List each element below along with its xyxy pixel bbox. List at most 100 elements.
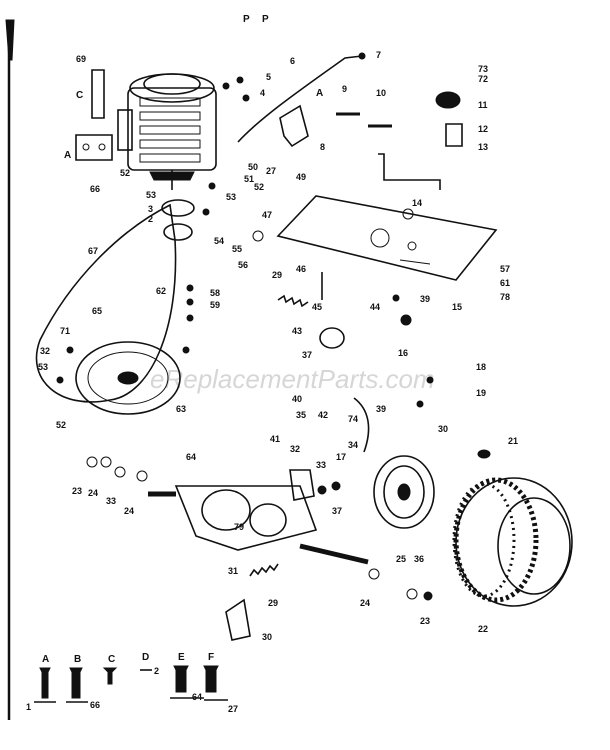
callout-label: 39	[420, 294, 430, 304]
callout-label: 61	[500, 278, 510, 288]
callout-label: 22	[478, 624, 488, 634]
callout-label: 53	[226, 192, 236, 202]
callout-label: 11	[478, 100, 488, 110]
callout-label: 12	[478, 124, 488, 134]
callout-label: 9	[342, 84, 347, 94]
callout-label: 72	[478, 74, 488, 84]
callout-label: 52	[56, 420, 66, 430]
callout-label: 2	[148, 214, 153, 224]
callout-label: 37	[302, 350, 312, 360]
callout-label: 54	[214, 236, 224, 246]
callout-label: P	[262, 14, 269, 25]
transaxle	[148, 469, 369, 565]
callout-label: 4	[260, 88, 265, 98]
tire	[452, 477, 573, 607]
wheel-rim	[373, 455, 435, 529]
callout-label: 31	[228, 566, 238, 576]
callout-label: 23	[72, 486, 82, 496]
callout-label: 25	[396, 554, 406, 564]
callout-labels: P P 6 7 73 72 69 C 5 4 A 10 11 9 12 13 8…	[38, 14, 518, 642]
callout-label: 24	[360, 598, 370, 608]
callout-label: 78	[500, 292, 510, 302]
callout-label: 16	[398, 348, 408, 358]
callout-label: 50	[248, 162, 258, 172]
callout-label: 30	[262, 632, 272, 642]
callout-label: 52	[254, 182, 264, 192]
legend-letter: E	[178, 652, 185, 663]
legend-letter: B	[74, 654, 81, 665]
callout-label: C	[76, 90, 83, 101]
callout-label: 19	[476, 388, 486, 398]
callout-label: 29	[268, 598, 278, 608]
callout-label: 79	[234, 522, 244, 532]
callout-label: 21	[508, 436, 518, 446]
callout-label: 69	[76, 54, 86, 64]
spring-31	[249, 563, 279, 577]
engine-bracket	[75, 69, 113, 161]
callout-label: 67	[88, 246, 98, 256]
legend-number: 27	[228, 704, 238, 714]
legend-number: 2	[154, 666, 159, 676]
callout-label: 15	[452, 302, 462, 312]
callout-label: 51	[244, 174, 254, 184]
callout-label: 44	[370, 302, 380, 312]
callout-label: 63	[176, 404, 186, 414]
brake-bracket	[225, 598, 251, 641]
callout-label: 32	[40, 346, 50, 356]
callout-label: 42	[318, 410, 328, 420]
callout-label: 35	[296, 410, 306, 420]
callout-label: A	[64, 150, 71, 161]
frame-plate	[276, 195, 498, 281]
callout-label: P	[243, 14, 250, 25]
callout-label: 59	[210, 300, 220, 310]
callout-label: 56	[238, 260, 248, 270]
callout-label: 71	[60, 326, 70, 336]
callout-label: 36	[414, 554, 424, 564]
callout-label: 7	[376, 50, 381, 60]
hardware-legend: A 1 B 66 C D 2 E 64 F 27	[26, 652, 238, 714]
throttle-cable	[237, 55, 363, 143]
callout-label: 65	[92, 306, 102, 316]
callout-label: 24	[124, 506, 134, 516]
callout-label: 8	[320, 142, 325, 152]
drive-belt	[35, 203, 177, 403]
callout-label: 39	[376, 404, 386, 414]
callout-label: 58	[210, 288, 220, 298]
legend-letter: D	[142, 652, 149, 663]
callout-label: 14	[412, 198, 422, 208]
left-margin-line	[5, 19, 15, 720]
watermark: eReplacementParts.com	[150, 364, 435, 394]
legend-letter: F	[208, 652, 214, 663]
engine	[117, 73, 217, 190]
control-lever-bracket	[279, 104, 309, 148]
legend-number: 1	[26, 702, 31, 712]
callout-label: 62	[156, 286, 166, 296]
callout-label: 10	[376, 88, 386, 98]
legend-number: 66	[90, 700, 100, 710]
callout-label: 17	[336, 452, 346, 462]
callout-label: 43	[292, 326, 302, 336]
callout-label: 32	[290, 444, 300, 454]
callout-label: 46	[296, 264, 306, 274]
legend-letter: A	[42, 654, 49, 665]
spring-29	[277, 294, 309, 308]
callout-label: 47	[262, 210, 272, 220]
callout-label: 49	[296, 172, 306, 182]
legend-letter: C	[108, 654, 115, 665]
callout-label: 55	[232, 244, 242, 254]
callout-label: 45	[312, 302, 322, 312]
callout-label: 41	[270, 434, 280, 444]
callout-label: 64	[186, 452, 196, 462]
callout-label: 13	[478, 142, 488, 152]
callout-label: 27	[266, 166, 276, 176]
callout-label: 34	[348, 440, 358, 450]
callout-label: 29	[272, 270, 282, 280]
shift-linkage-parts	[336, 91, 463, 190]
callout-label: A	[316, 88, 323, 99]
callout-label: 30	[438, 424, 448, 434]
callout-label: 37	[332, 506, 342, 516]
callout-label: 73	[478, 64, 488, 74]
callout-label: 40	[292, 394, 302, 404]
legend-number: 64	[192, 692, 202, 702]
